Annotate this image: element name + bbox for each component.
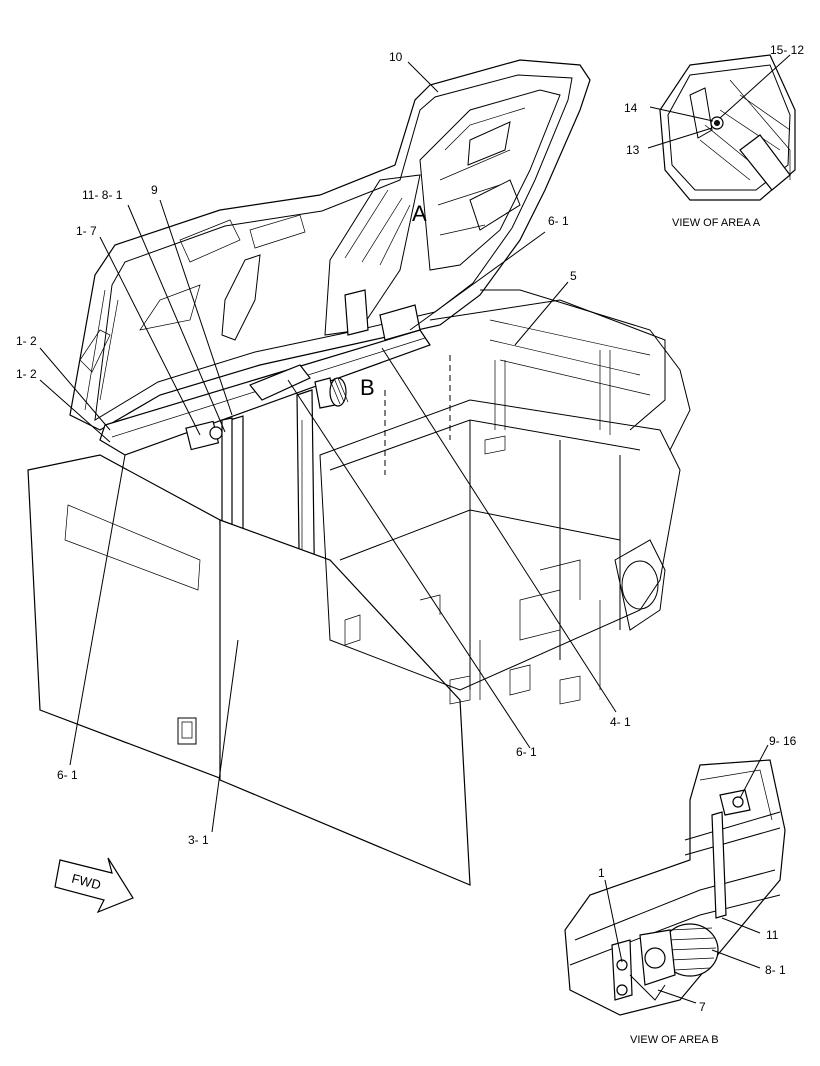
callout-7: 7 [699, 1000, 706, 1014]
callout-14: 14 [624, 101, 638, 115]
caption-view-area-a: VIEW OF AREA A [672, 217, 761, 229]
callout-9: 9 [151, 183, 158, 197]
callout-4-1: 4- 1 [610, 715, 631, 729]
callout-6-1-top: 6- 1 [548, 214, 569, 228]
callout-8-1: 8- 1 [765, 963, 786, 977]
callout-6-1-left: 6- 1 [57, 768, 78, 782]
forward-arrow-icon: FWD [54, 857, 134, 914]
area-a-marker: A [412, 201, 427, 226]
callout-13: 13 [626, 143, 640, 157]
callout-3-1: 3- 1 [188, 833, 209, 847]
hood-panel [69, 59, 591, 431]
callout-5: 5 [570, 269, 577, 283]
callout-1: 1 [598, 866, 605, 880]
area-b-marker: B [360, 375, 375, 400]
callout-1-7: 1- 7 [76, 224, 97, 238]
hinge-rail [99, 289, 431, 456]
callout-15-12: 15- 12 [770, 43, 804, 57]
detail-view-a [647, 54, 796, 201]
callout-10: 10 [389, 50, 403, 64]
callout-9-16: 9- 16 [769, 734, 797, 748]
callout-1-2-b: 1- 2 [16, 367, 37, 381]
caption-view-area-b: VIEW OF AREA B [630, 1034, 719, 1046]
callout-11-8-1: 11- 8- 1 [82, 188, 123, 202]
callout-labels: 10 15- 12 14 13 11- 8- 1 9 1- 7 6- 1 5 1… [16, 43, 804, 1014]
detail-view-b [564, 744, 786, 1016]
chassis-body [27, 289, 691, 886]
fwd-label: FWD [70, 871, 102, 893]
callout-11: 11 [766, 928, 779, 942]
callout-1-2-a: 1- 2 [16, 334, 37, 348]
main-assembly-drawing: A B [27, 59, 691, 886]
callout-6-1-mid: 6- 1 [516, 745, 537, 759]
leader-lines [39, 61, 617, 833]
